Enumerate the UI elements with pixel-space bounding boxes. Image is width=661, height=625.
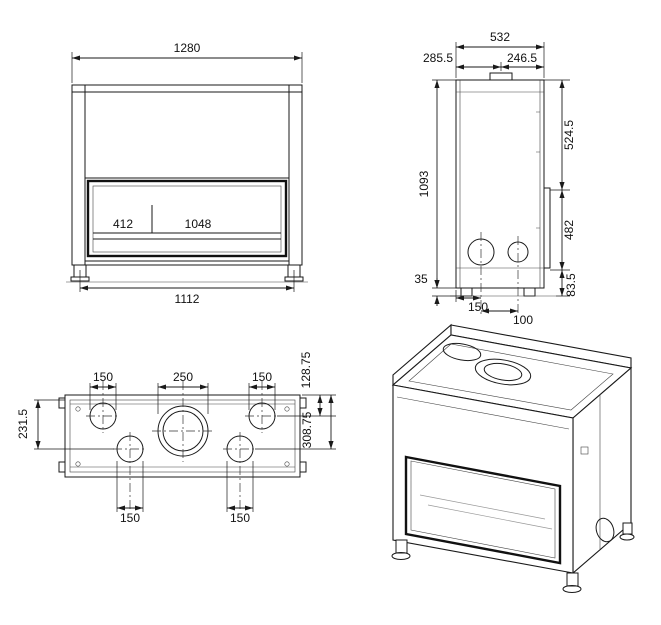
glass-pane-iso — [410, 460, 556, 559]
front-top-seam — [396, 396, 570, 430]
front-view: 1280 412 1048 1112 — [66, 41, 308, 306]
glass-reflections — [419, 494, 553, 530]
dim-overall-depth-label: 532 — [490, 30, 510, 44]
top-view: 150 250 150 150 150 231.5 128.75 308.75 — [16, 351, 336, 525]
top-view-top-dims: 150 250 150 — [89, 370, 276, 414]
top-unit-outline — [58, 381, 307, 512]
side-front-foot — [523, 287, 536, 297]
top-view-left-dim: 231.5 — [16, 399, 114, 450]
dim-duct-front-left-label: 150 — [120, 511, 140, 525]
dim-offset-right-lower-label: 308.75 — [300, 411, 314, 448]
side-view-dim-depth: 532 285.5 246.5 — [423, 30, 545, 78]
dim-duct-left-label: 150 — [93, 370, 113, 384]
front-unit-outline — [66, 84, 308, 283]
flue-collar — [489, 72, 513, 81]
dim-upper-section-label: 524.5 — [562, 120, 576, 150]
side-rear-foot — [460, 287, 473, 297]
dim-overall-height-label: 1093 — [417, 170, 431, 197]
dim-opening-width-label: 1048 — [185, 217, 212, 231]
dim-duct-front-right-label: 150 — [230, 511, 250, 525]
dim-left-inset-label: 412 — [113, 217, 133, 231]
dim-foot-height-label: 35 — [414, 272, 428, 286]
dim-connection-left-label: 150 — [468, 300, 488, 314]
glass-frame-iso — [404, 455, 562, 565]
dim-offset-right-upper-label: 128.75 — [299, 351, 313, 388]
dim-base-width-label: 1112 — [175, 292, 200, 306]
dim-duct-right-label: 150 — [252, 370, 272, 384]
dim-rear-to-flue-label: 285.5 — [423, 51, 453, 65]
dim-offset-left-label: 231.5 — [16, 409, 30, 439]
isometric-view — [391, 323, 635, 593]
duct-hole-top — [442, 342, 482, 362]
side-view: 532 285.5 246.5 1093 35 — [414, 30, 578, 327]
flue-collar-outer — [474, 358, 532, 386]
dim-middle-section-label: 482 — [562, 220, 576, 240]
dim-flue-to-front-label: 246.5 — [507, 51, 537, 65]
top-tray — [408, 343, 614, 411]
front-view-inner-dims: 412 1048 — [113, 217, 212, 231]
dim-flue-label: 250 — [173, 370, 193, 384]
side-unit-outline — [450, 72, 556, 316]
side-view-dim-height: 1093 35 — [414, 79, 461, 306]
front-view-dim-overall-width: 1280 — [71, 41, 303, 83]
side-view-right-dims: 524.5 482 83.5 — [544, 79, 578, 297]
front-view-dim-base-width: 1112 — [79, 270, 295, 306]
dim-connection-right-label: 100 — [513, 313, 533, 327]
top-view-right-dims: 128.75 308.75 — [255, 351, 336, 450]
dim-lower-section-label: 83.5 — [564, 273, 578, 297]
side-duct-opening — [595, 517, 615, 543]
glass-opening-frame — [86, 179, 288, 258]
dim-overall-width-label: 1280 — [174, 41, 201, 55]
top-view-bottom-dims: 150 150 — [116, 461, 254, 525]
side-access-plate — [580, 446, 589, 455]
side-view-bottom-dims: 150 100 — [455, 290, 533, 327]
iso-feet — [391, 522, 635, 593]
flue-collar-inner — [483, 362, 523, 382]
glass-pane — [92, 185, 282, 253]
